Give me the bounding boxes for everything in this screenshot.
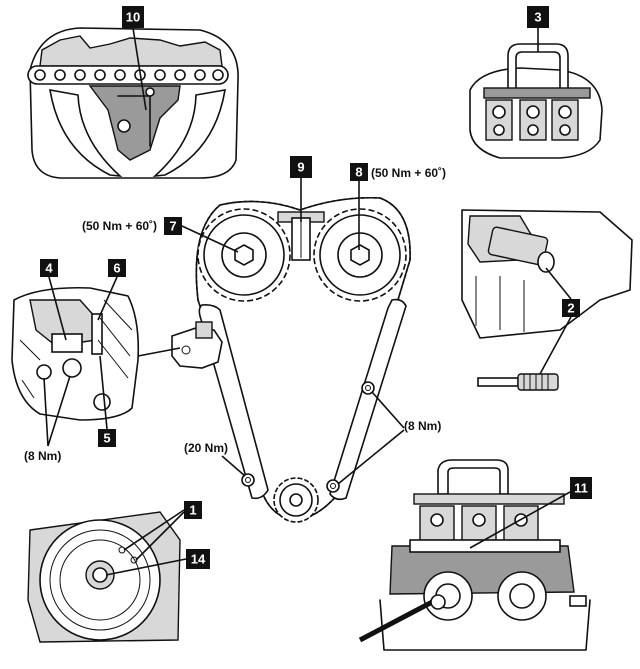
callout-box-9	[290, 156, 312, 178]
leader-2-down	[539, 316, 572, 375]
leader-8nm-right-b	[337, 429, 405, 485]
callout-1: 1	[189, 503, 196, 518]
callout-5: 5	[103, 431, 110, 446]
torque-inlet-cam: (50 Nm + 60˚)	[82, 219, 157, 233]
crankshaft-sprocket	[273, 477, 319, 523]
torque-tensioner-bolts: (8 Nm)	[24, 449, 61, 463]
leader-8nm-right-a	[371, 391, 405, 429]
leader-11	[469, 491, 571, 549]
leader-2-up	[545, 267, 572, 300]
chain-links-top	[27, 65, 229, 85]
callout-box-7	[164, 217, 182, 235]
callout-box-2	[562, 299, 580, 317]
callout-box-10	[122, 6, 144, 28]
inset-crank-locking-pin	[461, 209, 633, 391]
callout-6: 6	[113, 261, 120, 276]
callout-14: 14	[191, 552, 206, 567]
callout-8: 8	[355, 165, 362, 180]
torque-exhaust-cam: (50 Nm + 60˚)	[371, 166, 446, 180]
callout-box-1	[184, 501, 202, 519]
callout-9: 9	[297, 160, 304, 175]
callout-4: 4	[45, 261, 53, 276]
callout-3: 3	[534, 10, 541, 25]
inset-chain-lock-tool	[27, 27, 239, 179]
callout-10: 10	[126, 10, 140, 25]
inset-pointer-arrow	[137, 347, 181, 357]
callout-7: 7	[169, 219, 176, 234]
callout-box-5	[98, 429, 116, 447]
inset-camshaft-lock-tool	[469, 43, 603, 159]
callout-box-8	[350, 163, 368, 181]
torque-guide-bolts: (8 Nm)	[404, 419, 441, 433]
callout-box-14	[186, 549, 210, 569]
leader-1-a	[123, 509, 185, 551]
leader-1-b	[135, 511, 185, 561]
exhaust-camshaft-sprocket	[313, 208, 407, 302]
leader-20nm	[221, 455, 246, 477]
leader-8nm-left-a	[43, 377, 49, 447]
leader-4	[48, 276, 67, 341]
leader-14	[105, 558, 187, 576]
inlet-camshaft-sprocket	[197, 208, 291, 302]
torque-guide-lower: (20 Nm)	[184, 441, 228, 455]
leader-10	[132, 27, 147, 111]
inset-crank-pulley	[27, 511, 181, 643]
callout-box-4	[40, 259, 58, 277]
leader-7	[181, 225, 239, 253]
callout-box-3	[527, 6, 549, 28]
inset-cylinder-head-tool	[358, 459, 591, 651]
leader-8nm-left-b	[47, 375, 71, 447]
callout-box-6	[108, 259, 126, 277]
leader-6	[97, 276, 118, 321]
callout-box-11	[570, 477, 592, 499]
inset-tensioner	[11, 286, 140, 421]
callout-2: 2	[567, 301, 574, 316]
timing-chain-assembly	[171, 196, 411, 523]
callout-11: 11	[574, 481, 588, 496]
leader-5	[99, 355, 108, 430]
